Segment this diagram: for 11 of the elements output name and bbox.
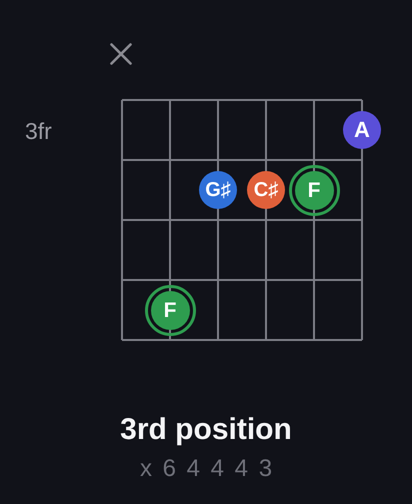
note-name: G♯ [205,180,231,200]
note-name: A [354,119,370,141]
note-name: C♯ [254,180,278,200]
chord-title: 3rd position [120,412,292,448]
fingering: x 6 4 4 4 3 [138,455,274,483]
fret-number: 3fr [25,118,52,144]
note-name: F [164,300,176,320]
note-dot [199,171,237,209]
note-name: F [308,180,320,200]
note-dot [343,111,381,149]
note-dot [247,171,285,209]
